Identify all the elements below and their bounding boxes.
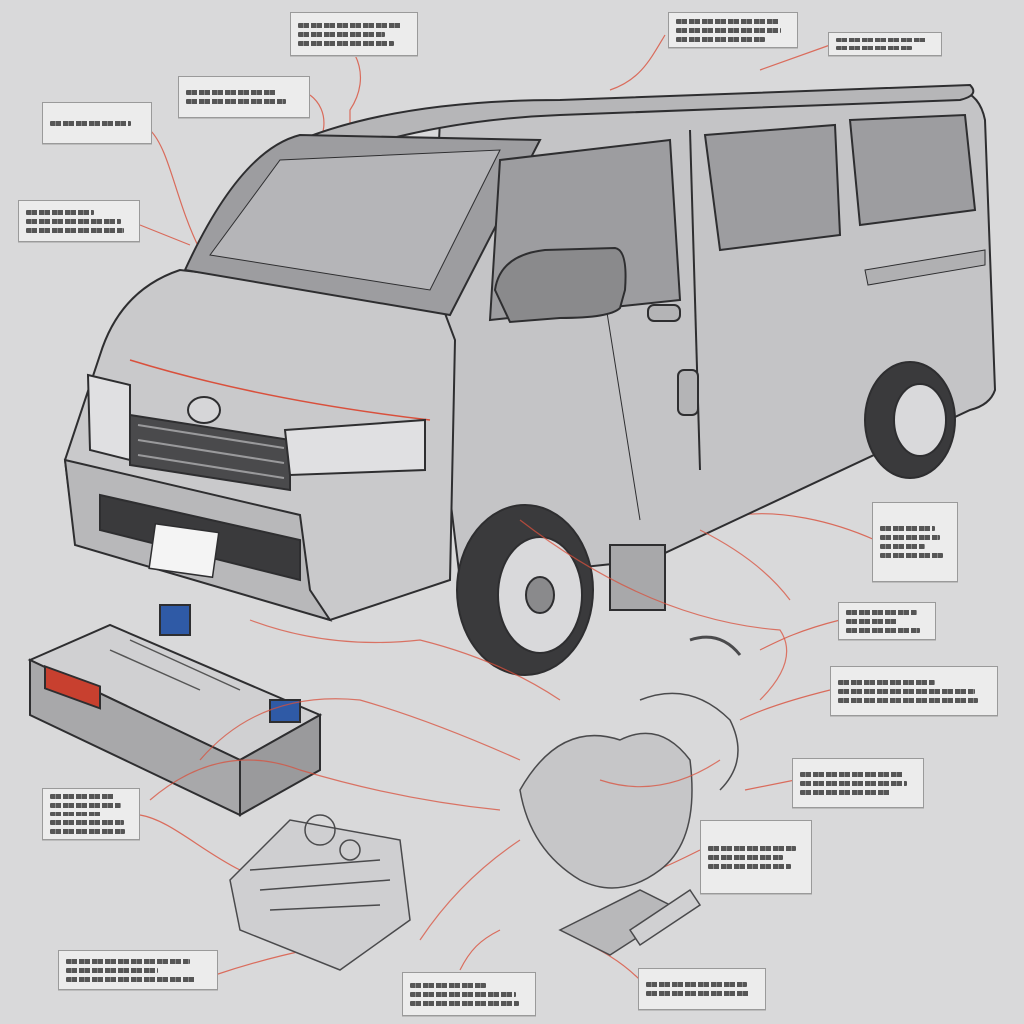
callout-text-line	[50, 120, 131, 126]
callout-text-line	[676, 27, 781, 33]
callout-7	[872, 502, 958, 582]
callout-text-line	[676, 18, 779, 24]
callout-text-line	[846, 627, 920, 633]
callout-text-line	[50, 811, 103, 817]
callout-text-line	[880, 553, 943, 558]
callout-text-line	[298, 31, 386, 37]
callout-1	[290, 12, 418, 56]
callout-6	[828, 32, 942, 56]
callout-text-line	[880, 544, 925, 549]
callout-4	[18, 200, 140, 242]
fuse-box	[229, 814, 411, 971]
callout-text-line	[838, 688, 975, 694]
callout-text-line	[880, 535, 941, 540]
callout-text-line	[708, 863, 791, 869]
engine-control-module	[27, 604, 323, 817]
callout-8	[838, 602, 936, 640]
callout-text-line	[186, 90, 277, 95]
callout-text-line	[26, 227, 124, 233]
callout-text-line	[838, 697, 978, 703]
callout-text-line	[50, 794, 114, 799]
callout-text-line	[298, 22, 402, 28]
callout-text-line	[708, 854, 783, 860]
callout-13	[58, 950, 218, 990]
callout-11	[700, 820, 812, 894]
callout-text-line	[800, 780, 907, 786]
callout-text-line	[26, 218, 122, 224]
callout-text-line	[298, 40, 395, 46]
callout-text-line	[410, 982, 486, 988]
callout-2	[178, 76, 310, 118]
callout-text-line	[880, 526, 935, 531]
callout-14	[402, 972, 536, 1016]
callout-text-line	[676, 36, 765, 42]
callout-text-line	[838, 679, 936, 685]
callout-text-line	[708, 845, 797, 851]
callout-text-line	[846, 609, 917, 615]
callout-12	[42, 788, 140, 840]
van	[63, 83, 997, 676]
callout-9	[830, 666, 998, 716]
callout-text-line	[50, 829, 126, 834]
callout-text-line	[800, 789, 891, 795]
callout-text-line	[846, 618, 899, 624]
harness-wires	[149, 519, 791, 941]
callout-text-line	[66, 976, 196, 982]
callout-text-line	[26, 209, 94, 215]
callout-text-line	[66, 958, 190, 964]
callout-10	[792, 758, 924, 808]
callout-3	[42, 102, 152, 144]
callout-text-line	[186, 99, 286, 104]
wiring-harness	[519, 635, 742, 956]
callout-text-line	[800, 771, 905, 777]
callout-text-line	[410, 991, 517, 997]
callout-text-line	[646, 982, 747, 987]
callout-text-line	[50, 820, 124, 826]
callout-text-line	[646, 991, 750, 996]
callout-text-line	[66, 967, 159, 973]
callout-text-line	[836, 38, 927, 42]
callout-5	[668, 12, 798, 48]
callout-text-line	[50, 802, 121, 808]
callout-text-line	[836, 46, 913, 50]
callout-15	[638, 968, 766, 1010]
callout-text-line	[410, 1000, 519, 1006]
